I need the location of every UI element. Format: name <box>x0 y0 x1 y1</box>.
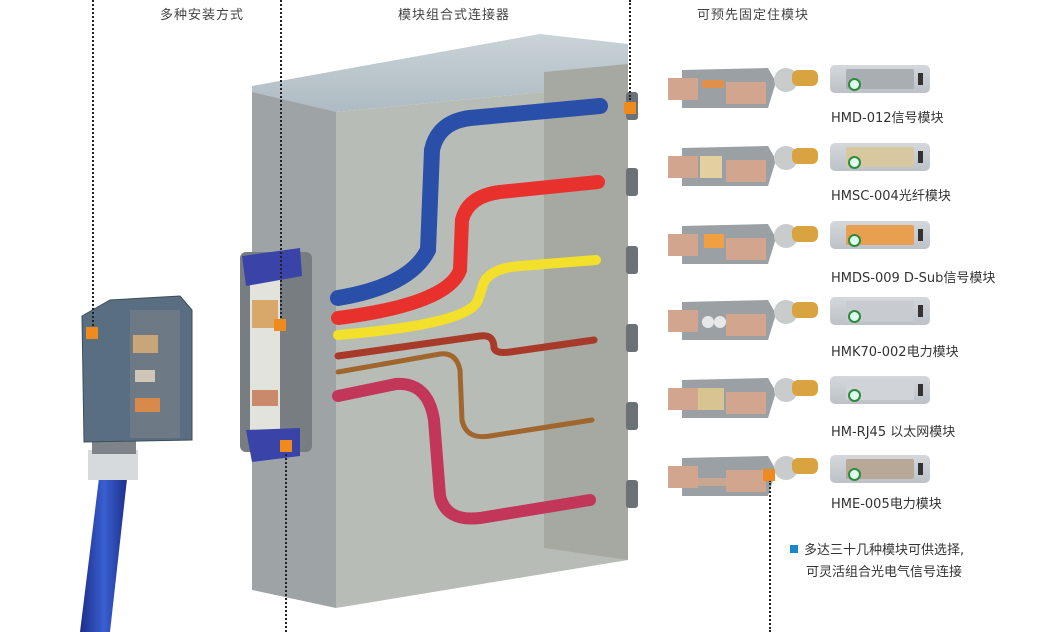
leader-line-connector-bottom <box>285 450 287 632</box>
module-thumb-hmk70-002 <box>830 297 930 325</box>
module-thumb-hm-rj45 <box>830 376 930 404</box>
module-label: HMDS-009 D-Sub信号模块 <box>831 271 996 286</box>
wire-brown <box>335 351 595 440</box>
module-label: HMD-012信号模块 <box>831 111 944 126</box>
box-top <box>252 34 628 112</box>
note-line-2: 可灵活组合光电气信号连接 <box>806 565 963 580</box>
marker-panel-bottom <box>280 440 292 452</box>
leader-line-prefixed-top <box>629 0 631 100</box>
wire-blue <box>330 98 608 306</box>
module-thumb-hmds-009 <box>830 221 930 249</box>
module-label: HMK70-002电力模块 <box>831 345 959 360</box>
leader-line-prefixed-bottom <box>769 480 771 632</box>
module-label: HME-005电力模块 <box>831 497 942 512</box>
blue-cable <box>80 470 128 632</box>
housing-box <box>240 34 628 608</box>
bullet-icon <box>790 545 798 553</box>
module-thumb-hmsc-004 <box>830 143 930 171</box>
cable-gland <box>88 450 138 480</box>
wire-red <box>331 175 605 325</box>
module-label: HMSC-004光纤模块 <box>831 189 951 204</box>
header-modular-connector: 模块组合式连接器 <box>398 8 511 23</box>
wire-yellow <box>333 255 601 340</box>
header-mounting: 多种安装方式 <box>160 8 245 23</box>
header-prefixed-modules: 可预先固定住模块 <box>697 8 810 23</box>
marker-hood <box>86 327 98 339</box>
leader-line-mounting <box>92 0 94 330</box>
module-note: 多达三十几种模块可供选择, 可灵活组合光电气信号连接 <box>790 540 964 584</box>
leader-line-connector-top <box>280 0 282 322</box>
wires <box>330 98 608 525</box>
marker-panel-top <box>274 319 286 331</box>
box-right-wall <box>544 64 628 560</box>
module-thumb-hme-005 <box>830 455 930 483</box>
wire-darkred <box>334 332 598 360</box>
marker-module-plug <box>763 469 775 481</box>
note-line-1: 多达三十几种模块可供选择, <box>804 543 965 558</box>
module-plugs <box>668 68 818 496</box>
hood-connector <box>80 295 193 632</box>
module-label: HM-RJ45 以太网模块 <box>831 425 956 440</box>
marker-side-module <box>624 102 636 114</box>
module-thumb-hmd-012 <box>830 65 930 93</box>
wire-crimson <box>332 377 596 525</box>
